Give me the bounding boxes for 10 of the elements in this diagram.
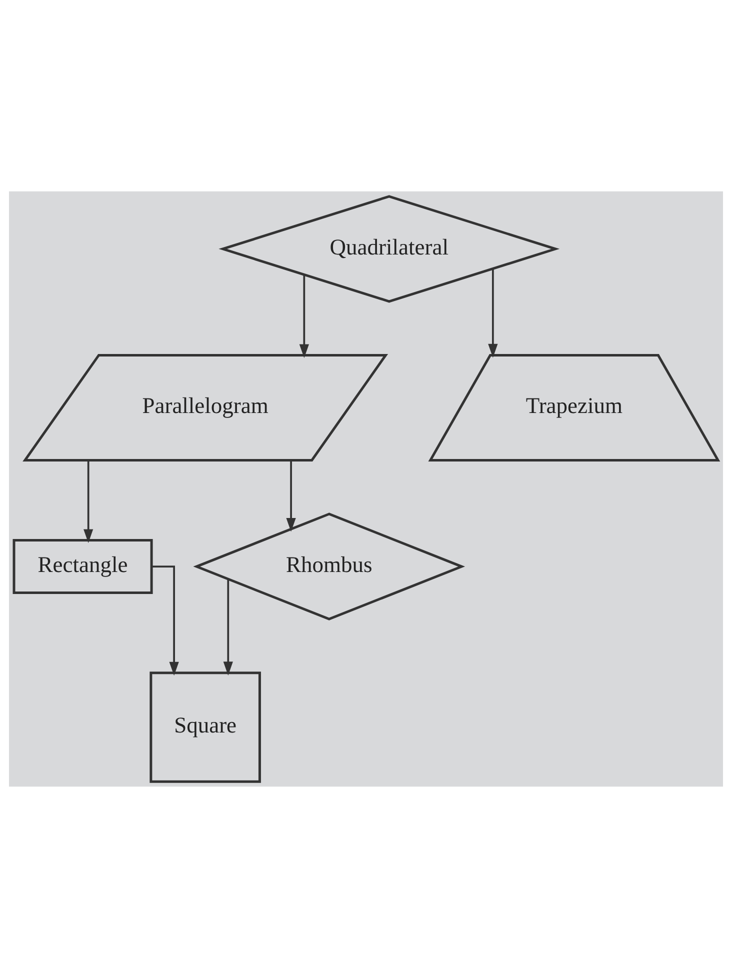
- arrow: [298, 274, 308, 358]
- arrow: [83, 460, 93, 542]
- node-box: Square: [149, 671, 260, 782]
- arrow: [488, 268, 498, 358]
- node-diamond: Quadrilateral: [218, 194, 560, 302]
- arrow: [151, 565, 178, 676]
- node-diamond: Rhombus: [192, 512, 465, 620]
- arrow: [222, 578, 232, 675]
- arrow: [286, 460, 296, 532]
- node-box: Rectangle: [12, 538, 152, 594]
